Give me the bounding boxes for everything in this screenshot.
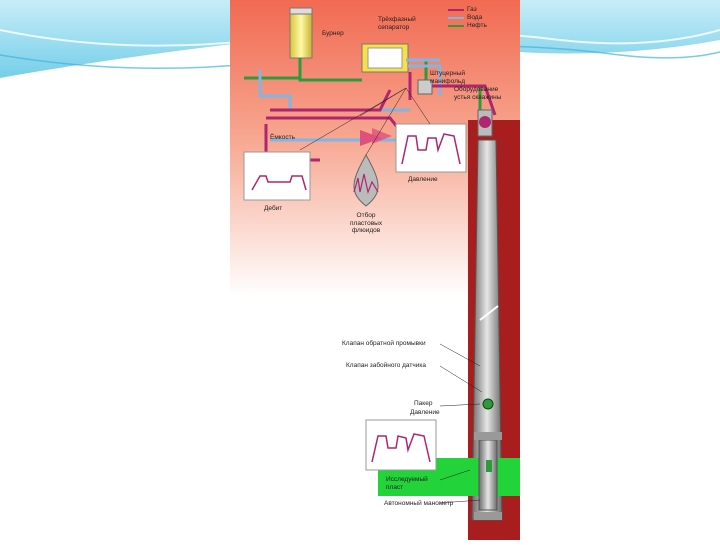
label-sampling: Отбор пластовых флюидов [350,212,382,235]
legend-gas: Газ [448,6,477,13]
pressure-chart-bottom [366,420,436,470]
legend-water: Вода [448,14,482,21]
label-rate: Дебит [264,205,282,213]
rate-chart [244,152,310,200]
well-test-diagram: Газ Вода Нефть Бурнер Трёхфазный сепарат… [230,0,520,540]
label-pressure-top: Давление [408,176,438,184]
pressure-chart-top [396,124,466,172]
label-packer: Пакер [414,400,432,408]
label-gauge: Автономный манометр [384,500,453,508]
label-separator: Трёхфазный сепаратор [378,16,416,31]
label-pressure-bottom: Давление [410,409,440,417]
label-vessel: Ёмкость [270,134,295,142]
wellhead [478,110,492,136]
legend-oil: Нефть [448,22,487,29]
label-burner: Бурнер [322,30,344,38]
label-reverse-valve: Клапан обратной промывки [342,340,426,348]
label-manifold: Штуцерный манифольд [430,70,465,85]
label-formation: Исследуемый пласт [386,476,428,491]
label-wellhead: Оборудование устья скважины [454,86,501,101]
separator-unit [362,44,408,72]
burner-tank [290,8,312,58]
label-downhole-valve: Клапан забойного датчика [346,362,426,370]
diagram-artwork [230,0,520,540]
